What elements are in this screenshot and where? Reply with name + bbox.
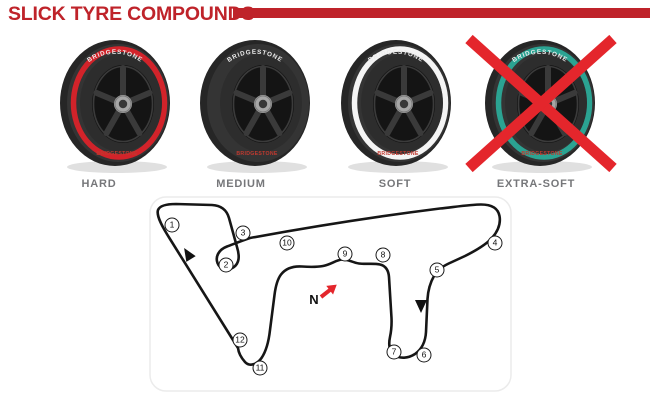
turn-marker-4: 4	[487, 235, 503, 251]
turn-marker-5: 5	[429, 262, 445, 278]
turn-marker-3: 3	[235, 225, 251, 241]
tyre-brand-red-text: BRIDGESTONE	[96, 151, 137, 157]
track-map-frame	[149, 196, 512, 392]
compound-stripe	[351, 46, 449, 160]
title-accent-bar	[233, 8, 650, 18]
compound-stripe	[495, 46, 593, 160]
tyre-soft: BRIDGESTONE BRIDGESTONE	[341, 40, 451, 173]
compass-arrow-icon	[319, 284, 337, 299]
compound-label-medium: MEDIUM	[216, 178, 265, 190]
tyre-shadow	[492, 161, 592, 173]
start-direction-arrow	[184, 247, 196, 262]
tyre-brand-red-text: BRIDGESTONE	[236, 151, 277, 157]
turn-marker-1: 1	[164, 217, 180, 233]
wheel-icon	[92, 65, 154, 143]
turn-marker-11: 11	[252, 360, 268, 376]
turn-marker-2: 2	[218, 257, 234, 273]
turn-marker-10: 10	[279, 235, 295, 251]
cross-out-mark	[465, 34, 617, 173]
turn-marker-6: 6	[416, 347, 432, 363]
compound-stripe	[70, 46, 168, 160]
wheel-icon	[373, 65, 435, 143]
turn-marker-12: 12	[232, 332, 248, 348]
tyre-brand-red-text: BRIDGESTONE	[377, 151, 418, 157]
track-outline	[156, 202, 502, 366]
wheel-icon	[232, 65, 294, 143]
tyre-medium: BRIDGESTONE BRIDGESTONE	[200, 40, 310, 173]
compass-north-label: N	[309, 292, 318, 307]
tyre-shadow	[207, 161, 307, 173]
down-direction-arrow	[415, 300, 427, 313]
tyre-shadow	[348, 161, 448, 173]
compound-label-hard: HARD	[82, 178, 117, 190]
tyre-shadow	[67, 161, 167, 173]
page-title: SLICK TYRE COMPOUNDS	[8, 3, 255, 25]
compound-label-soft: SOFT	[379, 178, 412, 190]
turn-marker-8: 8	[375, 247, 391, 263]
tyre-hard: BRIDGESTONE BRIDGESTONE	[60, 40, 170, 173]
turn-marker-7: 7	[386, 344, 402, 360]
tyre-brand-red-text: BRIDGESTONE	[521, 151, 562, 157]
turn-marker-9: 9	[337, 246, 353, 262]
compound-label-extra-soft: EXTRA-SOFT	[497, 178, 575, 190]
